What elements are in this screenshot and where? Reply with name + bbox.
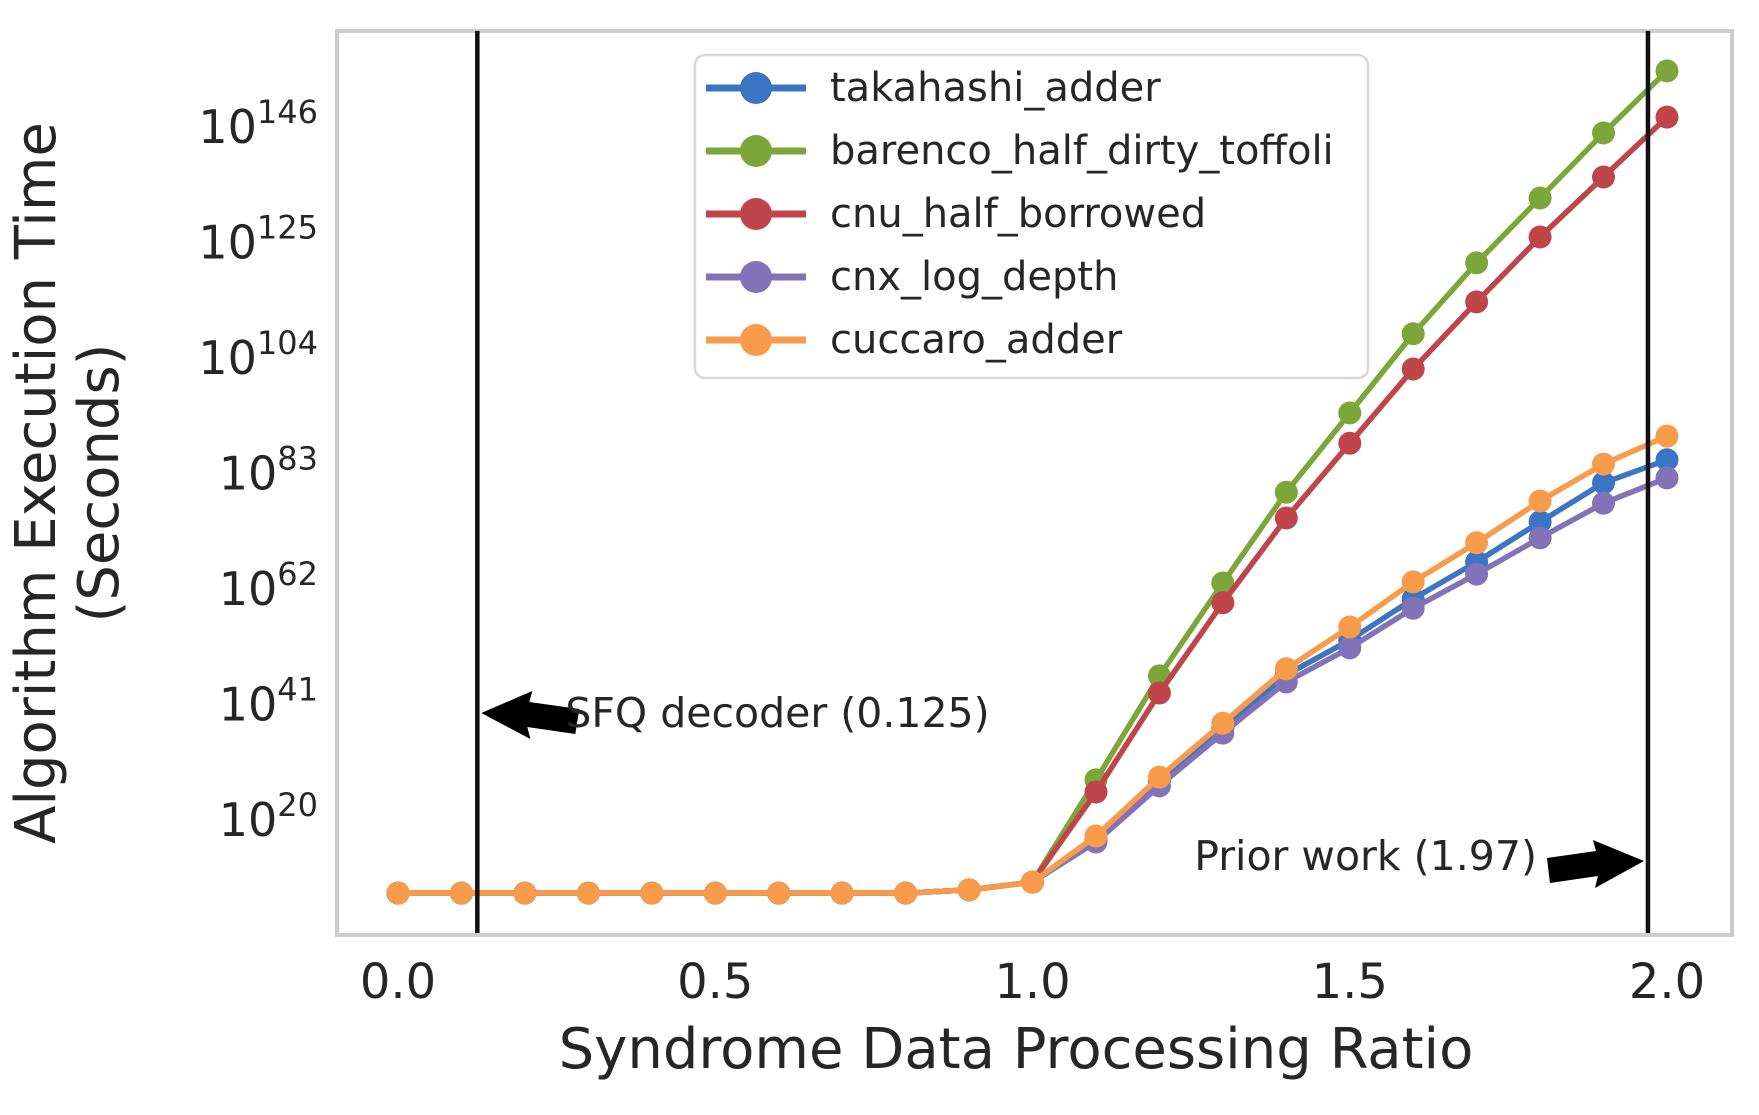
series-marker-takahashi_adder [1592,471,1615,495]
legend-item-cnu_half_borrowed: cnu_half_borrowed [706,191,1206,237]
left-arrow-icon [481,691,580,739]
series-marker-cnu_half_borrowed [1338,431,1362,455]
series-marker-cuccaro_adder [640,881,664,905]
x-axis-label: Syndrome Data Processing Ratio [559,1017,1474,1082]
series-marker-cuccaro_adder [703,881,727,905]
series-marker-barenco_half_dirty_toffoli [1655,59,1679,83]
legend: takahashi_adder barenco_half_dirty_toffol… [693,53,1370,380]
series-marker-cnu_half_borrowed [1401,357,1425,381]
series-marker-cuccaro_adder [1274,657,1298,681]
y-tick-label: 1062 [219,555,318,616]
legend-item-barenco_half_dirty_toffoli: barenco_half_dirty_toffoli [706,128,1334,174]
legend-label: takahashi_adder [830,65,1161,111]
y-tick-label: 10104 [198,324,318,385]
data-series [386,59,1679,905]
series-marker-cuccaro_adder [513,881,537,905]
series-marker-cuccaro_adder [894,881,918,905]
series-marker-cuccaro_adder [1655,424,1679,448]
right-arrow-icon [1546,840,1644,888]
x-tick-label: 1.0 [994,954,1070,1010]
series-marker-cnx_log_depth [1401,596,1425,620]
x-axis-tick-labels: 0.0 0.5 1.0 1.5 2.0 [360,954,1705,1010]
series-marker-takahashi_adder [1655,448,1679,472]
legend-label: barenco_half_dirty_toffoli [830,128,1334,174]
y-tick-exponent: 83 [277,440,318,478]
series-marker-cnx_log_depth [1465,562,1489,586]
series-marker-cnx_log_depth [1528,526,1552,550]
y-tick-exponent: 20 [277,786,318,824]
x-tick-label: 2.0 [1629,954,1705,1010]
y-axis-label-line2: (Seconds) [67,344,132,623]
y-tick-exponent: 125 [257,209,318,247]
y-tick-label: 1083 [219,440,318,501]
legend-label: cnu_half_borrowed [830,191,1206,237]
y-axis-label-line1: Algorithm Execution Time [4,122,69,844]
series-marker-barenco_half_dirty_toffoli [1592,121,1615,145]
legend-item-cnx_log_depth: cnx_log_depth [706,254,1118,300]
series-marker-barenco_half_dirty_toffoli [1274,480,1298,504]
series-marker-cnx_log_depth [1338,636,1362,660]
series-marker-cuccaro_adder [1401,570,1425,594]
series-marker-cuccaro_adder [576,881,600,905]
x-tick-label: 1.5 [1312,954,1388,1010]
legend-item-cuccaro_adder: cuccaro_adder [706,317,1123,363]
legend-item-takahashi_adder: takahashi_adder [706,65,1161,111]
x-tick-label: 0.0 [360,954,436,1010]
series-marker-cnx_log_depth [1592,491,1615,515]
legend-marker-dot [740,324,772,356]
series-marker-takahashi_adder [1528,510,1552,534]
legend-marker-dot [740,198,772,230]
legend-marker-dot [740,261,772,293]
y-tick-exponent: 104 [257,324,318,362]
y-axis-tick-labels: 1020 1041 1062 1083 10104 10125 10146 [198,93,318,847]
series-marker-barenco_half_dirty_toffoli [1528,186,1552,210]
series-marker-cuccaro_adder [1592,452,1615,476]
series-marker-cnu_half_borrowed [1274,506,1298,530]
series-marker-cnu_half_borrowed [1465,290,1489,314]
series-marker-barenco_half_dirty_toffoli [1338,401,1362,425]
series-marker-cnu_half_borrowed [1084,780,1108,804]
series-marker-cuccaro_adder [1338,615,1362,639]
series-marker-barenco_half_dirty_toffoli [1465,251,1489,275]
y-tick-exponent: 146 [257,93,318,131]
annotation-text-sfq-decoder: SFQ decoder (0.125) [565,689,989,737]
series-marker-cnu_half_borrowed [1655,105,1679,129]
y-tick-label: 1020 [219,786,318,847]
series-marker-cuccaro_adder [1528,489,1552,513]
series-marker-barenco_half_dirty_toffoli [1401,322,1425,346]
series-marker-cuccaro_adder [1021,870,1044,894]
annotations: SFQ decoder (0.125) Prior work (1.97) [475,31,1651,933]
y-tick-exponent: 62 [277,555,318,593]
legend-marker-dot [740,135,772,167]
series-marker-cuccaro_adder [957,878,981,902]
series-marker-cnu_half_borrowed [1528,225,1552,249]
legend-label: cnx_log_depth [830,254,1118,300]
y-tick-label: 10125 [198,209,318,270]
series-marker-cnu_half_borrowed [1592,165,1615,189]
y-tick-label: 10146 [198,93,318,154]
series-marker-cnu_half_borrowed [1147,681,1171,705]
series-marker-cuccaro_adder [830,881,854,905]
series-marker-cuccaro_adder [1147,765,1171,789]
series-marker-cuccaro_adder [449,881,473,905]
annotation-text-prior-work: Prior work (1.97) [1194,832,1537,880]
legend-box [693,53,1370,380]
series-marker-cuccaro_adder [386,881,410,905]
series-marker-cnu_half_borrowed [1211,591,1235,615]
y-tick-exponent: 41 [277,671,318,709]
y-tick-label: 1041 [219,671,318,732]
legend-marker-dot [740,72,772,104]
series-marker-cuccaro_adder [1465,531,1489,555]
series-marker-cuccaro_adder [1084,824,1108,848]
series-marker-cuccaro_adder [1211,711,1235,735]
x-tick-label: 0.5 [677,954,753,1010]
legend-label: cuccaro_adder [830,317,1123,363]
series-marker-cuccaro_adder [767,881,791,905]
series-marker-barenco_half_dirty_toffoli [1211,571,1235,595]
series-marker-cnx_log_depth [1655,466,1679,490]
